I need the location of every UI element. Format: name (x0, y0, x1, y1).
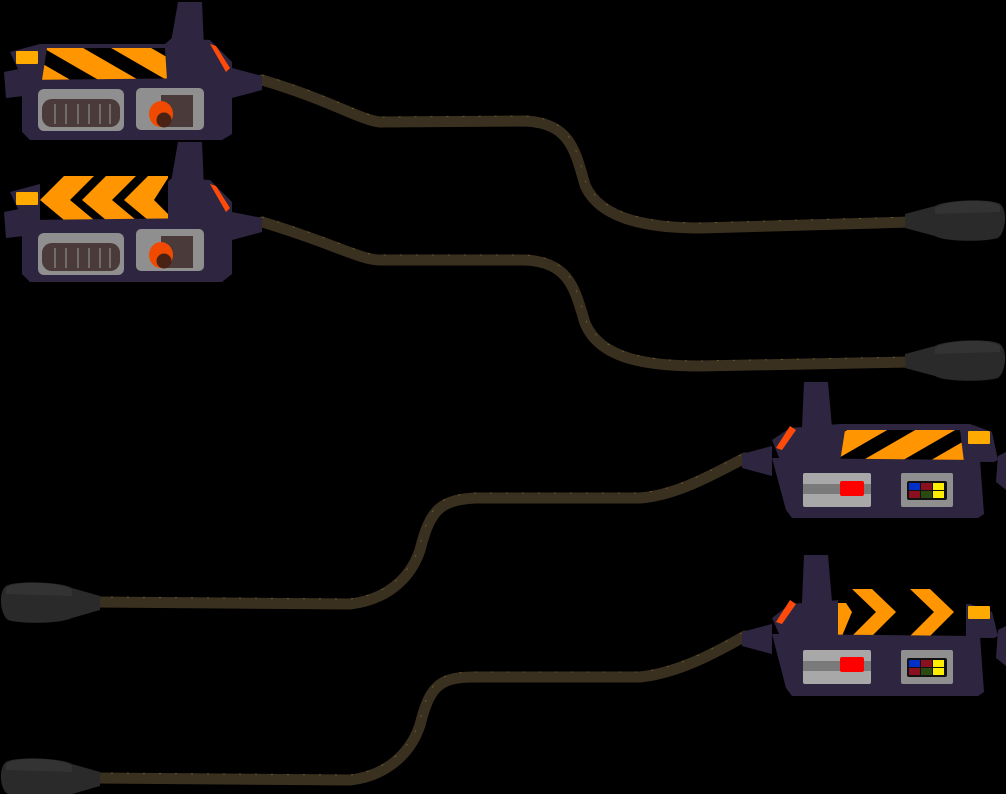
red-button[interactable] (840, 481, 864, 496)
cable-3 (89, 452, 751, 610)
handle-icon (800, 555, 832, 610)
hazard-strip-chevrons (838, 589, 966, 638)
grille (42, 99, 120, 127)
cable-1 (256, 74, 916, 234)
led-grid (909, 483, 944, 498)
pedal-end-3 (0, 582, 101, 623)
red-button[interactable] (840, 657, 864, 672)
cable-2 (256, 216, 916, 372)
red-lever-icon (210, 184, 230, 212)
trap-device-1[interactable] (4, 2, 262, 140)
handle-icon (800, 382, 832, 436)
cables (89, 74, 916, 786)
red-lever-icon (210, 44, 230, 72)
amber-lamp (16, 51, 38, 64)
trap-device-2[interactable] (4, 142, 262, 282)
cable-4 (89, 630, 751, 786)
amber-lamp (968, 606, 990, 619)
hazard-strip (42, 48, 167, 80)
trap-device-4[interactable] (742, 555, 1006, 696)
red-lever-icon (776, 600, 796, 624)
trap-device-3[interactable] (742, 382, 1006, 518)
red-lever-icon (776, 426, 796, 450)
grille (42, 243, 120, 271)
hazard-strip-chevrons (40, 176, 168, 220)
pedal-end-2 (905, 340, 1006, 381)
pedal-end-4 (0, 758, 101, 794)
led-grid (909, 660, 944, 675)
pedal-end-1 (905, 200, 1006, 241)
amber-lamp (968, 431, 990, 444)
amber-lamp (16, 192, 38, 205)
hazard-strip (840, 430, 964, 462)
